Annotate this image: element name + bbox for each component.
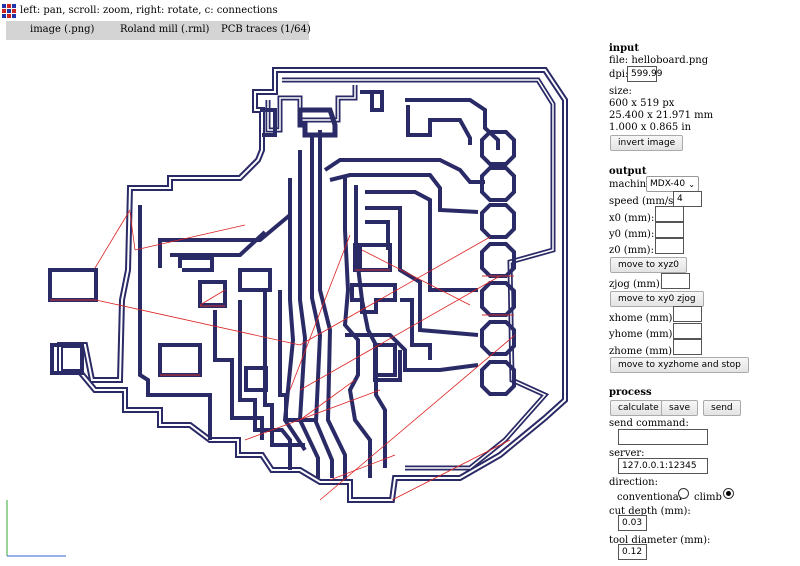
cut-depth-label: cut depth (mm): <box>609 506 691 517</box>
top-bar: left: pan, scroll: zoom, right: rotate, … <box>0 0 600 20</box>
dpi-input[interactable]: 599.99 <box>627 66 663 82</box>
machine-label: machine <box>609 179 653 190</box>
y0-label: y0 (mm): <box>609 229 655 240</box>
grid-icon <box>2 4 16 18</box>
send-button[interactable]: send <box>703 400 741 416</box>
send-command-label: send command: <box>609 418 689 429</box>
size-mm: 25.400 x 21.971 mm <box>609 110 714 121</box>
conventional-label: conventional <box>617 492 682 503</box>
server-label: server: <box>609 448 645 459</box>
file-label: file: helloboard.png <box>609 55 709 66</box>
direction-label: direction: <box>609 477 658 488</box>
mode-image-png[interactable]: image (.png) <box>30 24 95 35</box>
comb-trace <box>138 205 212 440</box>
xhome-input[interactable] <box>673 306 702 322</box>
output-heading: output <box>609 166 647 177</box>
mode-pcb-traces[interactable]: PCB traces (1/64) <box>221 24 311 35</box>
climb-label: climb <box>694 492 722 503</box>
connection-lines <box>94 209 516 501</box>
calculate-button[interactable]: calculate <box>610 400 667 416</box>
send-command-input[interactable] <box>618 429 708 445</box>
bus-trace-1 <box>318 130 347 480</box>
chevron-down-icon: ⌄ <box>688 180 695 189</box>
file-name: helloboard.png <box>631 55 709 66</box>
speed-input[interactable]: 4 <box>673 191 702 207</box>
move-to-xy0-zjog-button[interactable]: move to xy0 zjog <box>610 291 704 307</box>
invert-image-button[interactable]: invert image <box>610 135 684 151</box>
x0-label: x0 (mm): <box>609 213 655 224</box>
tool-diameter-label: tool diameter (mm): <box>609 535 711 546</box>
machine-select[interactable]: MDX-40⌄ <box>646 176 699 192</box>
toolpath-canvas[interactable] <box>0 40 600 563</box>
dpi-label: dpi: <box>609 69 629 80</box>
tool-diameter-input[interactable]: 0.12 <box>618 544 647 560</box>
z0-label: z0 (mm): <box>609 245 654 256</box>
zhome-label: zhome (mm): <box>609 346 676 357</box>
zjog-label: zjog (mm): <box>609 279 664 290</box>
size-label: size: <box>609 86 632 97</box>
speed-label: speed (mm/s): <box>609 196 681 207</box>
y0-input[interactable] <box>655 222 684 238</box>
toolpath-view[interactable] <box>0 40 600 563</box>
zjog-input[interactable] <box>661 273 690 289</box>
z0-input[interactable] <box>655 238 684 254</box>
size-px: 600 x 519 px <box>609 98 675 109</box>
cut-depth-input[interactable]: 0.03 <box>618 515 647 531</box>
zhome-input[interactable] <box>673 339 702 355</box>
move-to-xyz0-button[interactable]: move to xyz0 <box>610 257 687 273</box>
control-panel: input file: helloboard.png dpi: 599.99 s… <box>609 40 799 563</box>
input-heading: input <box>609 43 639 54</box>
move-to-home-button[interactable]: move to xyzhome and stop <box>610 357 749 373</box>
help-text: left: pan, scroll: zoom, right: rotate, … <box>20 5 278 16</box>
x0-input[interactable] <box>655 206 684 222</box>
xhome-label: xhome (mm): <box>609 313 676 324</box>
server-input[interactable]: 127.0.0.1:12345 <box>618 458 708 474</box>
process-heading: process <box>609 387 652 398</box>
yhome-input[interactable] <box>673 323 702 339</box>
climb-radio[interactable] <box>723 488 734 499</box>
conventional-radio[interactable] <box>678 488 689 499</box>
pad-left <box>48 268 98 302</box>
yhome-label: yhome (mm): <box>609 329 676 340</box>
size-in: 1.000 x 0.865 in <box>609 122 692 133</box>
mode-roland-mill[interactable]: Roland mill (.rml) <box>120 24 210 35</box>
save-button[interactable]: save <box>661 400 699 416</box>
mode-bar: image (.png) Roland mill (.rml) PCB trac… <box>6 21 311 40</box>
